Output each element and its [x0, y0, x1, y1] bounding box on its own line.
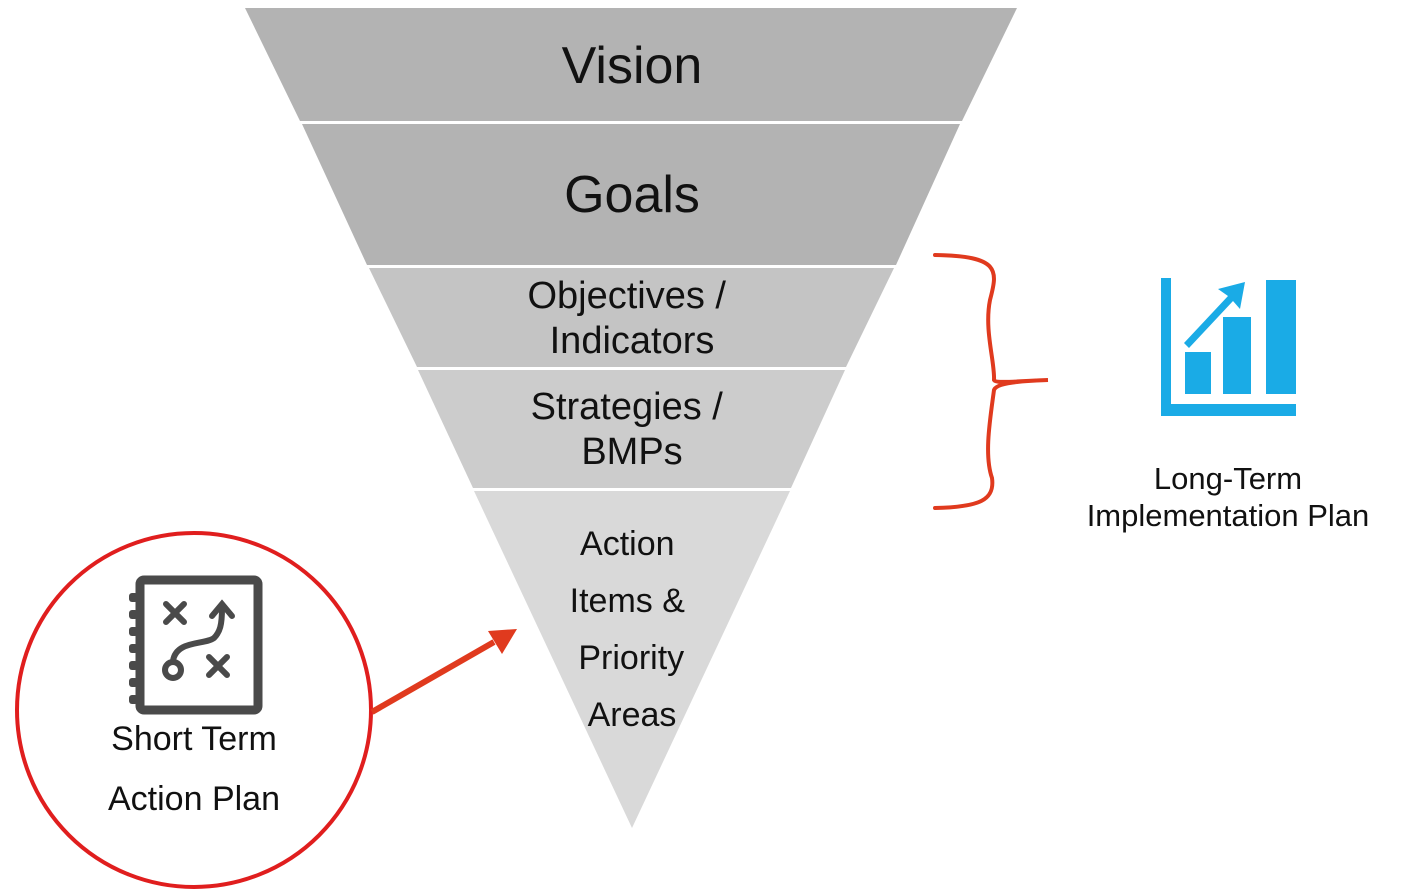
funnel-label-strategies: Strategies / BMPs [531, 386, 734, 473]
funnel: Vision Goals Objectives / Indicators Str… [245, 8, 1017, 828]
funnel-level-objectives [369, 268, 894, 367]
long-term-label-line1: Long-Term [1153, 461, 1303, 496]
curly-bracket [933, 253, 1049, 510]
bar-chart-trend-up-icon [1161, 278, 1296, 416]
funnel-level-vision [245, 8, 1017, 121]
funnel-label-objectives: Objectives / Indicators [527, 275, 736, 362]
short-term-arrow [370, 629, 517, 715]
funnel-label-action-items: Action Items & Priority Areas [570, 525, 695, 734]
funnel-level-goals [302, 124, 960, 265]
short-term-plan-label: Short Term Action Plan [64, 710, 324, 829]
funnel-level-strategies [418, 370, 845, 488]
long-term-label-line2: Implementation Plan [1086, 498, 1370, 534]
short-term-label-line1: Short Term [111, 720, 277, 758]
playbook-strategy-icon [129, 575, 263, 715]
funnel-label-goals: Goals [564, 166, 700, 224]
long-term-plan-label: Long-Term Implementation Plan [1040, 460, 1416, 534]
funnel-label-vision: Vision [562, 37, 703, 95]
short-term-label-line2: Action Plan [108, 779, 280, 818]
funnel-level-action-items [474, 491, 790, 828]
